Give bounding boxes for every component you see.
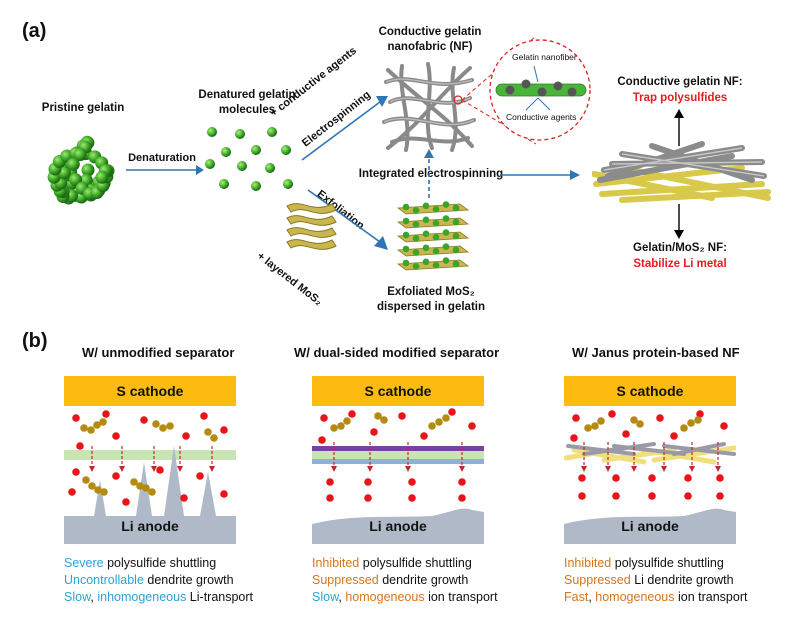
description-line: Slow, homogeneous ion transport [312, 589, 498, 606]
layered-mos2-label: + layered MoS₂ [254, 250, 325, 309]
col3-cathode: S cathode [564, 376, 736, 406]
col3-anode: Li anode [621, 518, 679, 534]
zoom-nanofiber-label: Gelatin nanofiber [512, 52, 577, 62]
exfoliated-label-1: Exfoliated MoS₂ [387, 286, 475, 298]
description-line: Uncontrollable dendrite growth [64, 572, 253, 589]
denatured-molecules [205, 127, 293, 191]
description-segment: Suppressed [312, 573, 379, 587]
description-segment: Inhibited [564, 556, 612, 570]
integrated-label: Integrated electrospinning [358, 168, 504, 180]
description-segment: Li-transport [186, 590, 254, 604]
description-line: Inhibited polysulfide shuttling [312, 555, 498, 572]
description-line: Fast, homogeneous ion transport [564, 589, 747, 606]
panel-b-label: (b) [22, 330, 48, 352]
description-line: Slow, inhomogeneous Li-transport [64, 589, 253, 606]
col2-anode: Li anode [369, 518, 427, 534]
description-segment: Severe [64, 556, 104, 570]
layered-mos2-graphic [286, 203, 337, 250]
nanofabric-graphic [382, 62, 476, 152]
col2-cathode: S cathode [312, 376, 484, 406]
nanofabric-label-1: Conductive gelatin [378, 26, 482, 38]
description-segment: homogeneous [595, 590, 675, 604]
right-top-effect: Trap polysulfides [632, 92, 728, 104]
description-segment: Uncontrollable [64, 573, 144, 587]
description-segment: Slow [312, 590, 339, 604]
description-segment: Fast [564, 590, 589, 604]
right-top-label: Conductive gelatin NF: [617, 76, 743, 88]
col3-cell [564, 410, 736, 544]
janus-down-arrow [674, 204, 684, 239]
right-bottom-label: Gelatin/MoS₂ NF: [633, 242, 727, 254]
description-segment: dendrite growth [143, 573, 234, 587]
description-segment: polysulfide shuttling [359, 556, 472, 570]
denatured-label-2: molecules [218, 104, 276, 116]
description-line: Inhibited polysulfide shuttling [564, 555, 747, 572]
description-segment: , [338, 590, 346, 604]
zoom-inset [461, 35, 591, 145]
right-bottom-effect: Stabilize Li metal [633, 258, 727, 270]
description-segment: dendrite growth [378, 573, 469, 587]
denatured-label-1: Denatured gelatin [198, 89, 296, 101]
col3-title: W/ Janus protein-based NF [572, 345, 740, 360]
description-segment: polysulfide shuttling [611, 556, 724, 570]
description-segment: , [90, 590, 98, 604]
col1-cell [64, 410, 236, 544]
zoom-agents-label: Conductive agents [506, 112, 577, 122]
description-segment: Li dendrite growth [630, 573, 734, 587]
janus-nf-graphic [592, 141, 771, 203]
pristine-gelatin-label: Pristine gelatin [41, 102, 125, 114]
description-segment: ion transport [674, 590, 748, 604]
description-segment: homogeneous [345, 590, 425, 604]
description-segment: polysulfide shuttling [103, 556, 217, 570]
nanofabric-label-2: nanofabric (NF) [387, 41, 473, 53]
exfoliated-mos2-graphic [396, 201, 470, 271]
description-segment: Slow [64, 590, 91, 604]
col2-title: W/ dual-sided modified separator [294, 345, 500, 360]
description-line: Suppressed dendrite growth [312, 572, 498, 589]
col1-anode: Li anode [121, 518, 179, 534]
description-segment: ion transport [424, 590, 498, 604]
description-segment: , [588, 590, 596, 604]
description-line: Severe polysulfide shuttling [64, 555, 253, 572]
janus-up-arrow [674, 109, 684, 146]
denaturation-label: Denaturation [128, 152, 196, 164]
description-segment: inhomogeneous [97, 590, 187, 604]
panel-a-label: (a) [22, 20, 47, 42]
denaturation-arrow [126, 165, 204, 175]
description-segment: Suppressed [564, 573, 631, 587]
exfoliated-label-2: dispersed in gelatin [377, 301, 485, 313]
electrospinning-arrow [301, 96, 388, 161]
description-line: Suppressed Li dendrite growth [564, 572, 747, 589]
integrated-dashed-arrow [424, 149, 434, 198]
to-janus-arrow [500, 170, 580, 180]
col1-title: W/ unmodified separator [82, 345, 235, 360]
col1-cathode: S cathode [64, 376, 236, 406]
exfoliation-arrow [307, 189, 388, 250]
pristine-gelatin-graphic [47, 135, 115, 205]
col2-cell [312, 408, 484, 544]
description-segment: Inhibited [312, 556, 360, 570]
